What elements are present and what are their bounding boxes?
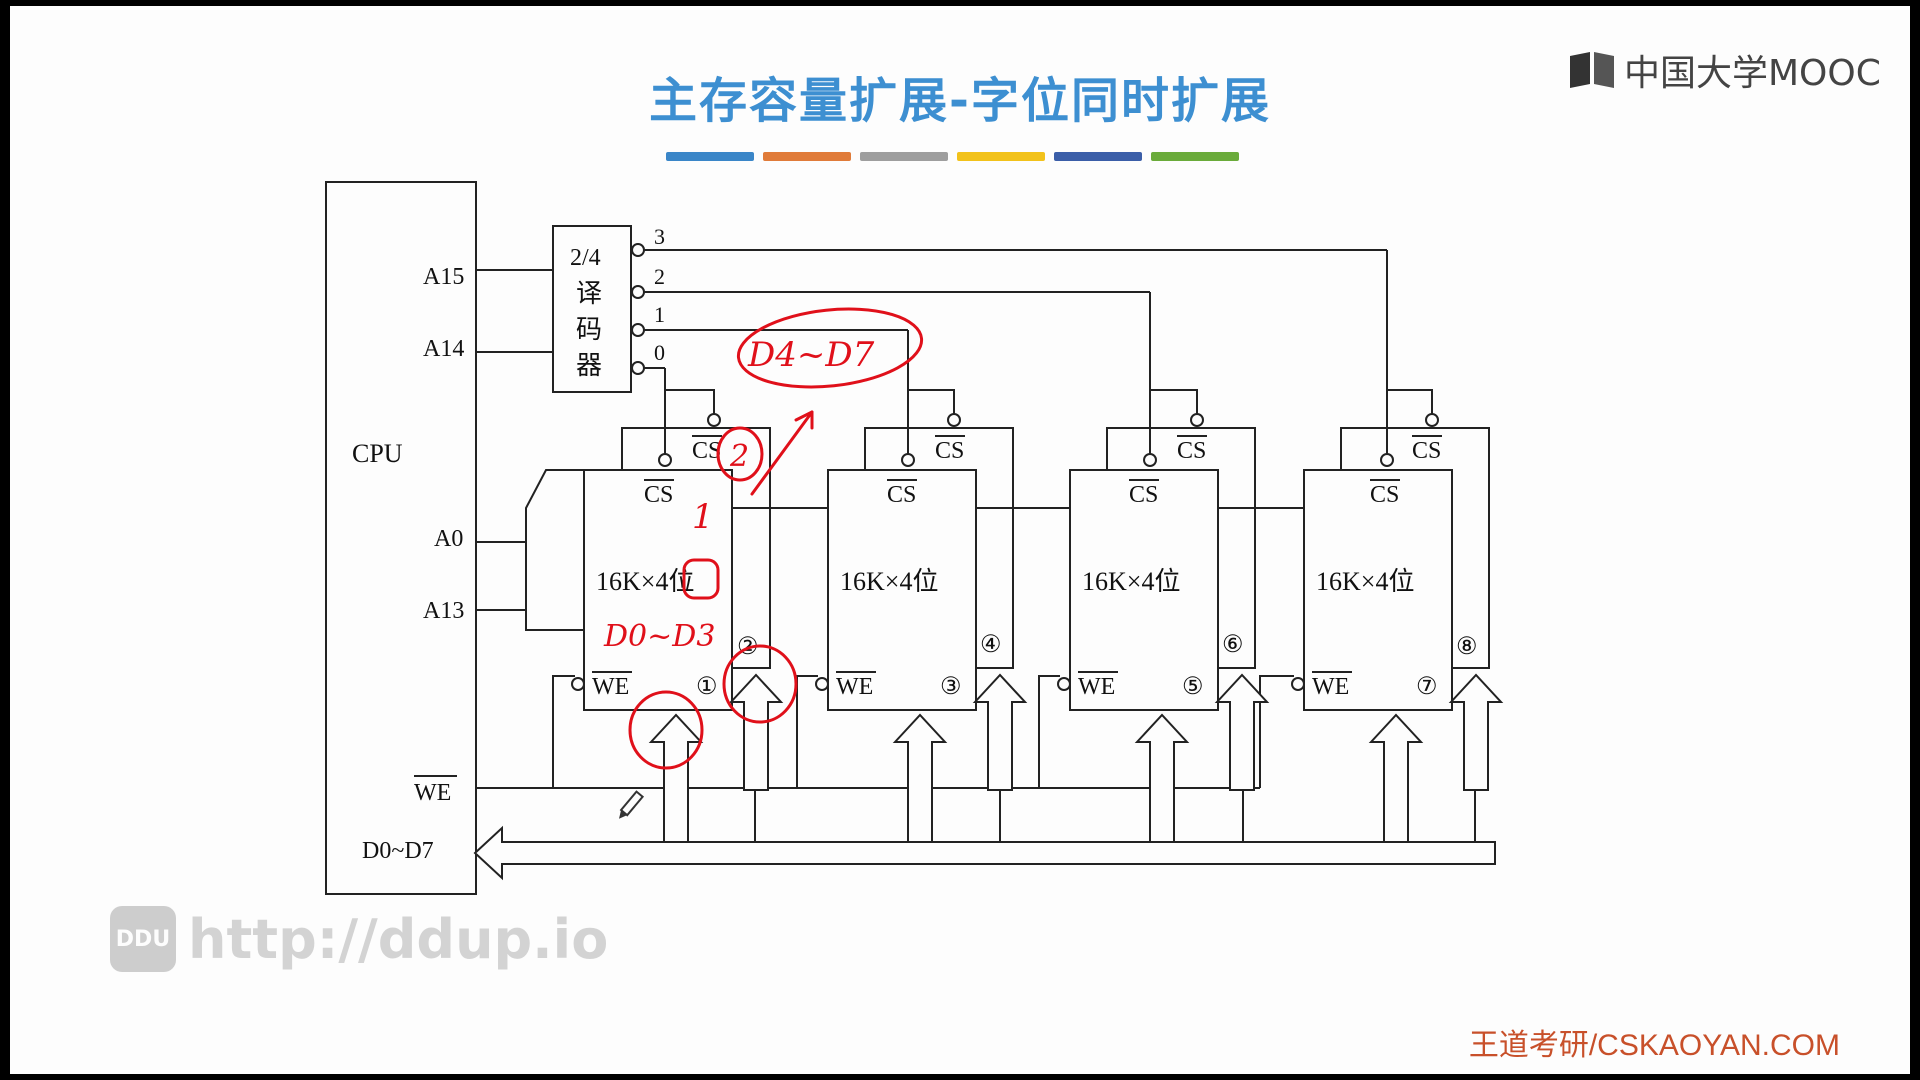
pen-cursor-icon xyxy=(619,790,645,819)
front-size-1: 16K×4位 xyxy=(596,567,694,596)
cpu-box xyxy=(325,181,477,895)
slide-title: 主存容量扩展-字位同时扩展 xyxy=(649,73,1271,129)
color-bar-segment xyxy=(957,152,1045,161)
back-cs-8: CS xyxy=(1412,438,1441,464)
decoder-out-3: 3 xyxy=(654,224,665,249)
footer-credit: 王道考研/CSKAOYAN.COM xyxy=(1468,1029,1840,1062)
back-num-4: ④ xyxy=(980,632,1002,658)
annotation-arrow xyxy=(750,410,814,496)
cpu-label: CPU xyxy=(352,439,403,468)
annotation-circle-d4d7 xyxy=(736,307,924,389)
back-cs-2: CS xyxy=(692,438,721,464)
watermark-url: http://ddup.io xyxy=(188,907,609,971)
front-cs-5: CS xyxy=(1129,482,1158,508)
back-num-6: ⑥ xyxy=(1222,632,1244,658)
pin-a0: A0 xyxy=(434,526,463,552)
annotation-d0-d3: D0~D3 xyxy=(603,619,715,654)
pin-a15: A15 xyxy=(423,264,464,290)
annotation-box-4 xyxy=(682,558,720,600)
decoder-out-2: 2 xyxy=(654,264,665,289)
back-cs-6: CS xyxy=(1177,438,1206,464)
handwritten-annotations: D4~D7 2 1 D0~D3 xyxy=(603,307,924,770)
pin-we: WE xyxy=(414,780,451,806)
front-size-5: 16K×4位 xyxy=(1082,567,1180,596)
annotation-circle-2 xyxy=(716,426,764,482)
front-size-3: 16K×4位 xyxy=(840,567,938,596)
decoder-line-4: 器 xyxy=(576,351,602,380)
chip-front-3 xyxy=(827,469,977,711)
front-we-3: WE xyxy=(836,674,873,700)
annotation-d4-d7: D4~D7 xyxy=(747,335,875,375)
pin-a14: A14 xyxy=(423,336,464,362)
watermark-badge: DDU xyxy=(110,906,176,972)
front-we-1: WE xyxy=(592,674,629,700)
mooc-logo-text: 中国大学MOOC xyxy=(1624,53,1881,94)
back-num-8: ⑧ xyxy=(1456,634,1478,660)
decoder-line-3: 码 xyxy=(576,315,602,344)
book-icon xyxy=(1570,52,1614,88)
front-cs-1: CS xyxy=(644,482,673,508)
front-cs-7: CS xyxy=(1370,482,1399,508)
front-num-7: ⑦ xyxy=(1416,674,1438,700)
front-we-7: WE xyxy=(1312,674,1349,700)
chip-front-5 xyxy=(1069,469,1219,711)
decoder-line-2: 译 xyxy=(576,279,602,308)
decoder-line-1: 2/4 xyxy=(570,245,601,271)
front-cs-3: CS xyxy=(887,482,916,508)
color-bar-segment xyxy=(666,152,754,161)
front-size-7: 16K×4位 xyxy=(1316,567,1414,596)
front-num-3: ③ xyxy=(940,674,962,700)
decoder-out-0: 0 xyxy=(654,340,665,365)
pin-data: D0~D7 xyxy=(362,838,434,864)
color-bar xyxy=(666,152,1239,161)
chip-front-7 xyxy=(1303,469,1453,711)
mooc-logo: 中国大学MOOC xyxy=(1568,48,1881,94)
color-bar-segment xyxy=(1151,152,1239,161)
watermark: DDU http://ddup.io xyxy=(110,906,608,972)
front-num-5: ⑤ xyxy=(1182,674,1204,700)
decoder-box xyxy=(552,225,632,393)
annotation-one: 1 xyxy=(692,497,714,537)
color-bar-segment xyxy=(763,152,851,161)
annotation-circle-bus-2 xyxy=(722,644,798,724)
annotation-two: 2 xyxy=(729,439,749,474)
pin-a13: A13 xyxy=(423,598,464,624)
color-bar-segment xyxy=(860,152,948,161)
decoder-out-1: 1 xyxy=(654,302,665,327)
front-we-5: WE xyxy=(1078,674,1115,700)
color-bar-segment xyxy=(1054,152,1142,161)
front-num-1: ① xyxy=(696,674,718,700)
annotation-circle-bus-1 xyxy=(628,690,704,770)
chip-front-1 xyxy=(583,469,733,711)
back-cs-4: CS xyxy=(935,438,964,464)
